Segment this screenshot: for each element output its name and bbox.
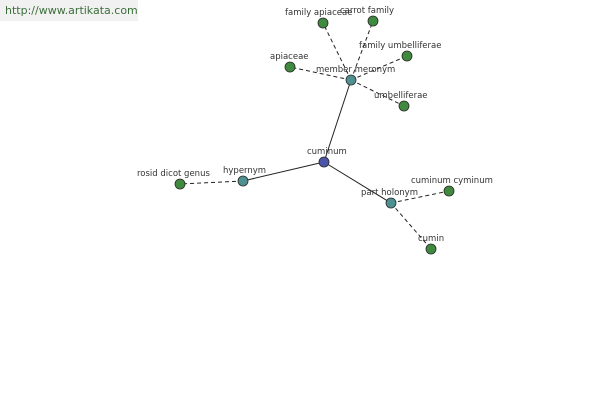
root-node[interactable] [318, 156, 330, 168]
edge-root-to-part-holonym [323, 161, 392, 204]
site-url-link[interactable]: http://www.artikata.com [5, 4, 138, 17]
edge-member-meronym-term [322, 22, 352, 81]
edge-hypernym-term [179, 180, 244, 185]
term-label[interactable]: rosid dicot genus [137, 169, 210, 179]
term-node[interactable] [367, 15, 379, 27]
term-label[interactable]: umbelliferae [374, 91, 428, 101]
relation-node-hypernym[interactable] [237, 175, 249, 187]
term-node[interactable] [443, 185, 455, 197]
term-label[interactable]: family umbelliferae [359, 41, 441, 51]
term-label[interactable]: carrot family [340, 6, 394, 16]
edge-member-meronym-term [350, 55, 408, 81]
edge-root-to-member-meronym [323, 79, 352, 163]
relation-label-hypernym[interactable]: hypernym [223, 166, 266, 176]
url-banner: http://www.artikata.com [0, 0, 138, 21]
term-label[interactable]: family apiaceae [285, 8, 352, 18]
term-node[interactable] [398, 100, 410, 112]
root-label[interactable]: cuminum [307, 147, 347, 157]
relation-node-part-holonym[interactable] [385, 197, 397, 209]
relation-node-member-meronym[interactable] [345, 74, 357, 86]
edge-member-meronym-term [350, 20, 374, 81]
relation-label-member-meronym[interactable]: member meronym [316, 65, 395, 75]
term-node[interactable] [284, 61, 296, 73]
term-node[interactable] [317, 17, 329, 29]
term-node[interactable] [174, 178, 186, 190]
term-label[interactable]: cuminum cyminum [411, 176, 493, 186]
graph-labels: cuminum member meronym family apiaceaecarr… [137, 6, 493, 244]
term-label[interactable]: apiaceae [270, 52, 309, 62]
term-node[interactable] [425, 243, 437, 255]
edge-root-to-hypernym [242, 161, 325, 182]
edge-member-meronym-term [289, 66, 352, 81]
graph-nodes [174, 15, 455, 255]
edge-member-meronym-term [350, 79, 405, 107]
edge-part-holonym-term [390, 202, 432, 250]
edge-part-holonym-term [390, 190, 450, 204]
graph-edges [179, 20, 450, 250]
term-node[interactable] [401, 50, 413, 62]
term-label[interactable]: cumin [418, 234, 444, 244]
relation-label-part-holonym[interactable]: part holonym [361, 188, 418, 198]
